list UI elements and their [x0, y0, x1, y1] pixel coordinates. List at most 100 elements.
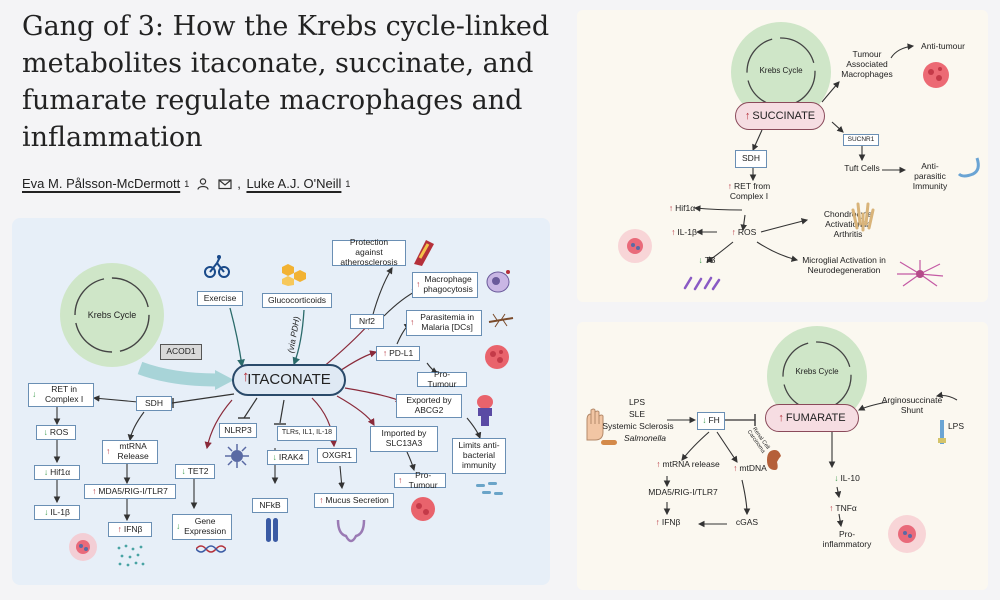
disease-salmonella: Salmonella: [623, 433, 667, 443]
lps-label: LPS: [947, 421, 965, 431]
article-title: Gang of 3: How the Krebs cycle-linked me…: [22, 11, 550, 153]
tumour-cell-icon: [408, 494, 438, 524]
fh-box: ↓FH: [697, 412, 725, 430]
dna-helix-icon: [195, 542, 227, 554]
succinate-connectors: [693, 22, 915, 263]
il1b-box: ↓IL-1β: [34, 505, 80, 520]
ret-box: ↓RET in Complex I: [28, 383, 94, 407]
salmonella-icon: [599, 434, 619, 445]
author-line: Eva M. Pålsson-McDermott 1 , Luke A.J. O…: [22, 176, 351, 191]
krebs-cycle-bg: [731, 22, 831, 122]
itaconate-up-arrow: ↑: [242, 368, 250, 385]
glucocorticoid-molecule-icon: [280, 262, 310, 286]
bacteria-icon: [474, 480, 506, 500]
worm-icon: [955, 156, 983, 186]
affiliation-marker[interactable]: 1: [345, 178, 351, 189]
macrophage-phagocytosis-box: ↑Macrophage phagocytosis: [412, 272, 478, 298]
tumour-cell-icon: [919, 58, 953, 92]
inflamed-cell-icon: [617, 228, 653, 264]
tb-label: ↓TB: [698, 255, 716, 265]
sdh-box: SDH: [735, 150, 767, 168]
anti-tumour-label: Anti-tumour: [921, 41, 965, 51]
mda5-box: ↑MDA5/RIG-I/TLR7: [84, 484, 176, 499]
nfkb-box: NFkB: [252, 498, 288, 513]
envelope-icon[interactable]: [218, 178, 232, 190]
gene-expression-box: ↓Gene Expression: [172, 514, 232, 540]
fumarate-connectors: [663, 326, 958, 528]
nrf2-box: Nrf2: [350, 314, 384, 329]
exercise-bike-icon: [204, 254, 230, 278]
mtrna-release-label: ↑mtRNA release: [656, 459, 720, 469]
il1b-label: ↑IL-1β: [671, 227, 697, 237]
cgas-label: cGAS: [735, 517, 759, 527]
mtdna-label: ↑mtDNA: [733, 463, 767, 473]
tnfa-label: ↑TNFα: [829, 503, 857, 513]
ifnb-box: ↑IFNβ: [108, 522, 152, 537]
author-link[interactable]: Eva M. Pålsson-McDermott: [22, 176, 181, 191]
tumour-cell-icon: [482, 342, 512, 372]
pro-tumour-box-2: ↑Pro-Tumour: [394, 470, 446, 489]
exercise-box: Exercise: [197, 291, 243, 306]
anti-parasitic-label: Anti-parasitic Immunity: [912, 161, 948, 191]
mucus-gland-icon: [334, 516, 368, 550]
person-icon[interactable]: [196, 177, 210, 190]
sdh-box: SDH: [136, 396, 172, 411]
il10-label: ↓IL-10: [834, 473, 860, 483]
inflamed-cell-icon: [887, 514, 927, 554]
sucnr1-box: SUCNR1: [843, 134, 879, 146]
pdl1-box: ↑PD-L1: [376, 346, 420, 361]
fumarate-panel: Krebs Cycle ↑FUMARATE LPS SLE Systemic S…: [577, 322, 988, 590]
affiliation-marker[interactable]: 1: [184, 178, 190, 189]
parasitemia-box: ↑Parasitemia in Malaria [DCs]: [406, 310, 482, 336]
cytokine-dots-icon: [116, 544, 146, 568]
hand-bone-icon: [849, 200, 877, 232]
dna-binding-icon: [264, 518, 280, 542]
tlrs-box: TLRs, IL1, IL-18: [277, 426, 337, 441]
disease-sle: SLE: [628, 409, 646, 419]
ros-label: ↑ROS: [731, 227, 757, 237]
abcg2-box: Exported by ABCG2: [396, 394, 462, 418]
macrophage-cell-icon: [484, 268, 512, 294]
krebs-cycle-bg: [767, 326, 867, 426]
protection-box: Protection against atherosclerosis: [332, 237, 406, 267]
ros-box: ↓ROS: [36, 425, 76, 440]
disease-lps: LPS: [628, 397, 646, 407]
kidney-icon: [765, 448, 785, 472]
hif1a-box: ↓Hif1α: [34, 465, 80, 480]
tuft-cells-label: Tuft Cells: [844, 163, 880, 173]
mtrna-release-box: ↑mtRNA Release: [102, 440, 158, 464]
inflammasome-icon: [224, 443, 250, 469]
slc13a3-box: Imported by SLC13A3: [370, 426, 438, 452]
tet2-box: ↓TET2: [175, 464, 215, 479]
disease-systemic-sclerosis: Systemic Sclerosis: [602, 421, 674, 431]
nlrp3-box: NLRP3: [219, 423, 257, 438]
fumarate-node: ↑FUMARATE: [765, 404, 859, 432]
mda5-label: MDA5/RIG-I/TLR7: [648, 487, 718, 497]
succinate-node: ↑SUCCINATE: [735, 102, 825, 130]
inflamed-cell-icon: [68, 532, 98, 562]
irak4-box: ↓IRAK4: [267, 450, 309, 465]
argino-shunt-label: Arginosuccinate Shunt: [881, 395, 943, 415]
chondrocyte-label: Chondrocyte Activation in Arthritis: [823, 209, 873, 239]
glucocorticoids-box: Glucocorticoids: [262, 293, 332, 308]
pro-tumour-box: Pro-Tumour: [417, 369, 467, 388]
transporter-icon: [474, 394, 496, 428]
mosquito-icon: [487, 312, 515, 328]
microglial-label: Microglial Activation in Neurodegenerati…: [802, 255, 886, 275]
acod1-arrow: [137, 361, 218, 387]
itaconate-node: ITACONATE: [232, 364, 346, 396]
oxgr1-box: OXGR1: [317, 448, 357, 463]
mucus-secretion-box: ↑Mucus Secretion: [314, 493, 394, 508]
tam-label: Tumour Associated Macrophages: [841, 49, 893, 79]
krebs-cycle-label: Krebs Cycle: [87, 310, 137, 320]
microglia-icon: [895, 258, 945, 290]
hand-icon: [581, 406, 607, 442]
limits-immunity-box: Limits anti-bacterial immunity: [452, 438, 506, 474]
krebs-cycle-label: Krebs Cycle: [759, 66, 803, 75]
krebs-cycle-label: Krebs Cycle: [795, 367, 839, 376]
bacteria-icon: [681, 274, 721, 292]
author-link[interactable]: Luke A.J. O'Neill: [246, 176, 342, 191]
ret-complex-label: ↑RET from Complex I: [727, 181, 771, 201]
artery-icon: [410, 236, 438, 266]
lps-molecule-icon: [935, 418, 949, 446]
